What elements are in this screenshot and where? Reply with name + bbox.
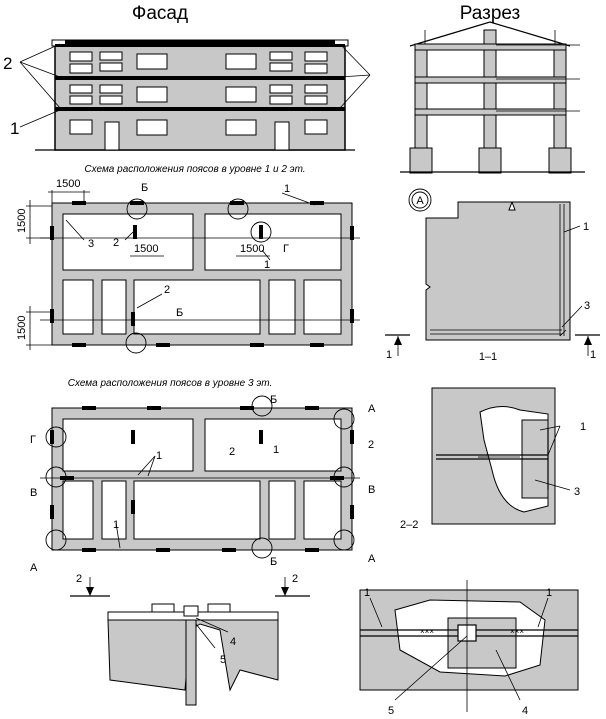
plan1-callout-g: Г xyxy=(283,243,289,255)
section-2-2-drawing xyxy=(70,577,310,706)
section22-callout-4: 4 xyxy=(230,636,236,648)
section-mark-2-right: 2 xyxy=(292,573,298,585)
caption-section-2-2: 2–2 xyxy=(400,519,418,531)
detail-22-callout-1: 1 xyxy=(580,421,586,433)
svg-text:×××: ××× xyxy=(510,627,524,636)
facade-drawing xyxy=(19,39,371,151)
plan1-callout-3: 3 xyxy=(88,238,94,250)
caption-plan-1-2: Схема расположения поясов в уровне 1 и 2… xyxy=(84,164,305,175)
plan-levels-1-2 xyxy=(26,190,360,354)
section-drawing xyxy=(400,21,585,174)
detail-2-2-plan xyxy=(431,387,571,525)
svg-text:×××: ××× xyxy=(420,627,434,636)
plan3-callout-1-inner: 1 xyxy=(273,444,279,456)
dim-1500-inner-1: 1500 xyxy=(134,243,158,255)
section22-callout-5: 5 xyxy=(220,654,226,666)
plan3-callout-a-right: А xyxy=(368,553,376,565)
plan3-callout-a-top: А xyxy=(368,403,376,415)
dim-1500-left-bottom: 1500 xyxy=(16,316,28,340)
facade-heading: Фасад xyxy=(132,3,188,24)
detail-a-section xyxy=(385,188,600,356)
plan1-callout-2-left: 2 xyxy=(113,237,119,249)
callout-1-facade: 1 xyxy=(10,119,19,138)
plan3-callout-g: Г xyxy=(30,434,36,446)
plan1-callout-1-top: 1 xyxy=(284,183,290,195)
joint-callout-4: 4 xyxy=(522,705,528,717)
detail-a-callout-3: 3 xyxy=(584,300,590,312)
plan3-callout-v-right: В xyxy=(368,484,375,496)
plan3-callout-2-inner: 2 xyxy=(229,446,235,458)
section-mark-1-right: 1 xyxy=(590,349,596,361)
joint-callout-1-right: 1 xyxy=(546,587,552,599)
plan3-callout-b-bottom: Б xyxy=(270,556,277,568)
plan3-callout-1-bottom: 1 xyxy=(113,519,119,531)
plan1-callout-b-inner: Б xyxy=(176,307,183,319)
dim-1500-top: 1500 xyxy=(56,178,80,190)
caption-section-1-1: 1–1 xyxy=(479,351,497,363)
plan1-callout-b-top: Б xyxy=(141,182,148,194)
detail-22-callout-3: 3 xyxy=(574,486,580,498)
callout-2-facade: 2 xyxy=(3,54,12,73)
plan3-callout-2-right: 2 xyxy=(368,439,374,451)
plan3-callout-a-left: А xyxy=(30,562,38,574)
plan1-callout-2-inner: 2 xyxy=(164,284,170,296)
dim-1500-left-top: 1500 xyxy=(16,209,28,233)
section-heading: Разрез xyxy=(460,3,521,24)
plan3-callout-b-top: Б xyxy=(270,394,277,406)
section-mark-2-left: 2 xyxy=(76,573,82,585)
plan1-callout-1-inner: 1 xyxy=(264,259,270,271)
plan-level-3 xyxy=(40,395,360,559)
plan3-callout-v-left: В xyxy=(30,487,37,499)
plan3-callout-1-mid: 1 xyxy=(156,450,162,462)
caption-plan-3: Схема расположения поясов в уровне 3 эт. xyxy=(68,378,273,389)
detail-a-marker: А xyxy=(416,195,424,207)
joint-callout-5: 5 xyxy=(388,705,394,717)
section-mark-1-left: 1 xyxy=(386,349,392,361)
detail-a-callout-1: 1 xyxy=(583,221,589,233)
joint-detail-plan: ××× ××× xyxy=(359,580,579,712)
joint-callout-1-left: 1 xyxy=(364,587,370,599)
dim-1500-inner-2: 1500 xyxy=(240,243,264,255)
